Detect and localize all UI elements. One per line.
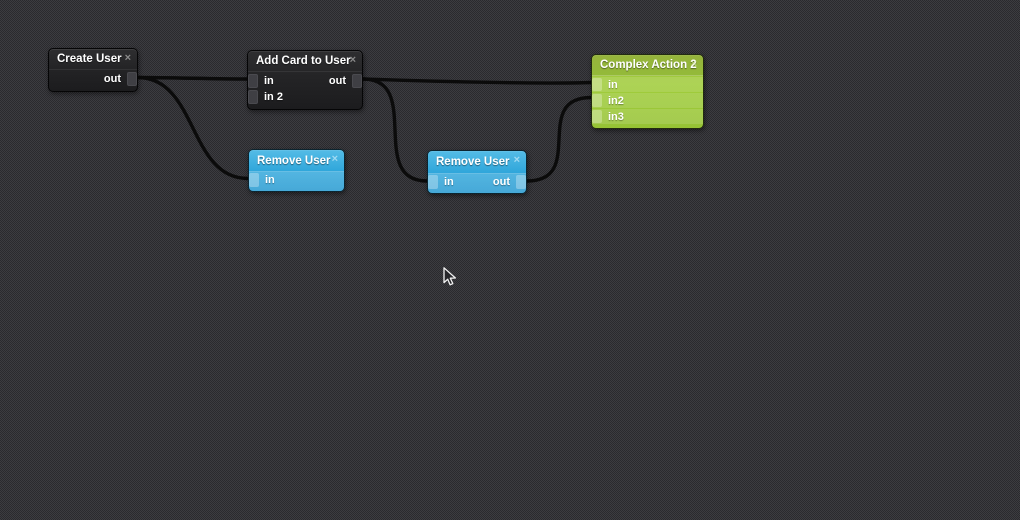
port-label-in2: in2 [608,94,624,107]
node-add-card-to-user[interactable]: Add Card to User × in out in 2 [247,50,363,110]
mouse-cursor-icon [443,267,457,286]
node-title-bar[interactable]: Complex Action 2 × [592,55,703,76]
close-icon[interactable]: × [690,58,697,70]
port-rows: in in2 in3 [592,76,703,128]
wire-create-user-out-to-remove-user-1-in[interactable] [136,75,250,181]
port-label-in: in [444,176,454,188]
node-title-bar[interactable]: Remove User × [249,150,344,172]
port-rows: in out [428,174,526,193]
port-label-in3: in3 [608,110,624,123]
port-label-out: out [492,176,510,188]
port-row-in: in [249,172,344,188]
node-remove-user-1[interactable]: Remove User × in [248,149,345,192]
port-pad-in[interactable] [592,78,602,91]
node-complex-action-2[interactable]: Complex Action 2 × in in2 in3 [591,54,704,129]
port-pad-in2[interactable] [592,94,602,107]
node-remove-user-2[interactable]: Remove User × in out [427,150,527,194]
port-pad-in[interactable] [428,175,438,189]
port-label-in: in [265,174,275,186]
port-rows: in out in 2 [248,72,362,109]
port-row-in2: in 2 [248,89,362,105]
port-pad-out[interactable] [352,74,362,88]
node-title: Complex Action 2 [600,59,697,71]
port-pad-in[interactable] [248,74,258,88]
port-pad-in[interactable] [249,173,259,187]
port-row-in: in [592,77,703,92]
close-icon[interactable]: × [349,54,356,66]
wire-add-card-out-to-remove-user-2-in[interactable] [361,77,429,183]
port-pad-in2[interactable] [248,90,258,104]
wire-add-card-out-to-complex-action-in[interactable] [361,77,593,85]
node-create-user[interactable]: Create User × out [48,48,138,92]
node-title: Create User [57,53,122,65]
port-label-in: in [264,75,274,87]
wire-remove-user-2-out-to-complex-action-in2[interactable] [525,95,593,183]
close-icon[interactable]: × [331,153,338,165]
port-pad-out[interactable] [516,175,526,189]
port-label-out: out [103,73,121,85]
port-row-in-out: in out [248,73,362,89]
port-rows: out [49,70,137,91]
close-icon[interactable]: × [513,154,520,166]
port-row-in3: in3 [592,109,703,124]
node-title-bar[interactable]: Add Card to User × [248,51,362,72]
port-rows: in [249,172,344,191]
port-label-in: in [608,78,618,91]
close-icon[interactable]: × [124,52,131,64]
node-title-bar[interactable]: Remove User × [428,151,526,174]
port-label-in2: in 2 [264,91,283,103]
node-title: Add Card to User [256,55,351,67]
port-row-in-out: in out [428,174,526,190]
port-row-out: out [49,71,137,87]
port-pad-out[interactable] [127,72,137,86]
wire-create-user-out-to-add-card-in[interactable] [136,75,249,81]
node-title-bar[interactable]: Create User × [49,49,137,70]
node-title: Remove User [257,154,331,167]
port-label-out: out [328,75,346,87]
port-pad-in3[interactable] [592,110,602,123]
port-row-in2: in2 [592,93,703,108]
node-title: Remove User [436,156,510,168]
